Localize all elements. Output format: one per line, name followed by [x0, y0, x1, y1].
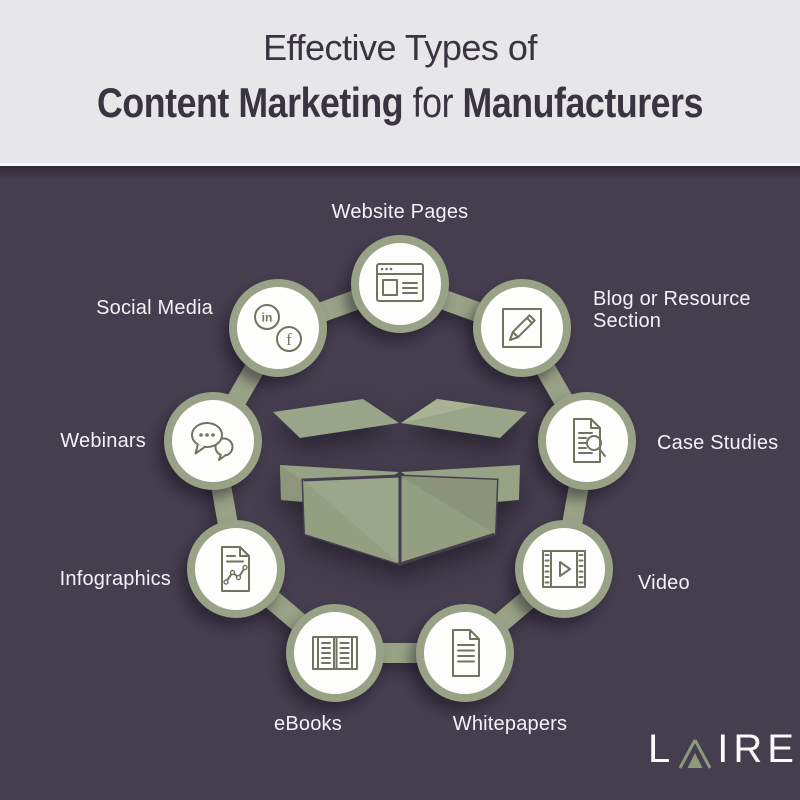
document-magnifier-icon: [573, 418, 606, 463]
film-strip-play-icon: [542, 550, 586, 588]
label-infographics: Infographics: [59, 568, 171, 590]
pencil-square-icon: [502, 308, 542, 348]
node-infographics: [187, 520, 285, 618]
label-social-media: Social Media: [96, 297, 213, 319]
title-regular: for: [403, 79, 463, 126]
document-lines-icon: [452, 629, 480, 677]
header-shadow: [0, 166, 800, 180]
title-line1: Effective Types of: [263, 27, 537, 68]
label-webinars: Webinars: [60, 430, 146, 452]
node-ebooks: [286, 604, 384, 702]
logo-letters-ire: IRE: [717, 727, 799, 771]
node-social-media: in f: [229, 279, 327, 377]
title-bold-1: Content Marketing: [97, 79, 404, 126]
label-blog: Blog or Resource Section: [593, 288, 751, 332]
title-line2: Content Marketing for Manufacturers: [60, 79, 740, 127]
logo-triangle-icon: [678, 739, 712, 769]
label-case-studies: Case Studies: [657, 432, 779, 454]
open-shipping-box-icon: [273, 399, 527, 567]
open-book-icon: [312, 636, 358, 670]
browser-window-icon: [376, 263, 424, 302]
header: Effective Types of Content Marketing for…: [0, 0, 800, 166]
node-case-studies: [538, 392, 636, 490]
node-website-pages: [351, 235, 449, 333]
title-bold-2: Manufacturers: [462, 79, 704, 126]
label-whitepapers: Whitepapers: [452, 713, 568, 735]
label-video: Video: [638, 572, 690, 594]
node-webinars: [164, 392, 262, 490]
social-badges-icon: in f: [254, 304, 302, 352]
linkedin-glyph: in: [262, 311, 273, 325]
node-whitepapers: [416, 604, 514, 702]
label-website-pages: Website Pages: [331, 201, 469, 223]
facebook-glyph: f: [286, 330, 292, 349]
document-chart-icon: [221, 546, 250, 592]
node-blog: [473, 279, 571, 377]
laire-logo: L IRE: [648, 729, 799, 769]
label-ebooks: eBooks: [274, 713, 342, 735]
logo-letter-l: L: [648, 727, 673, 771]
node-video: [515, 520, 613, 618]
chat-bubbles-icon: [191, 422, 234, 461]
